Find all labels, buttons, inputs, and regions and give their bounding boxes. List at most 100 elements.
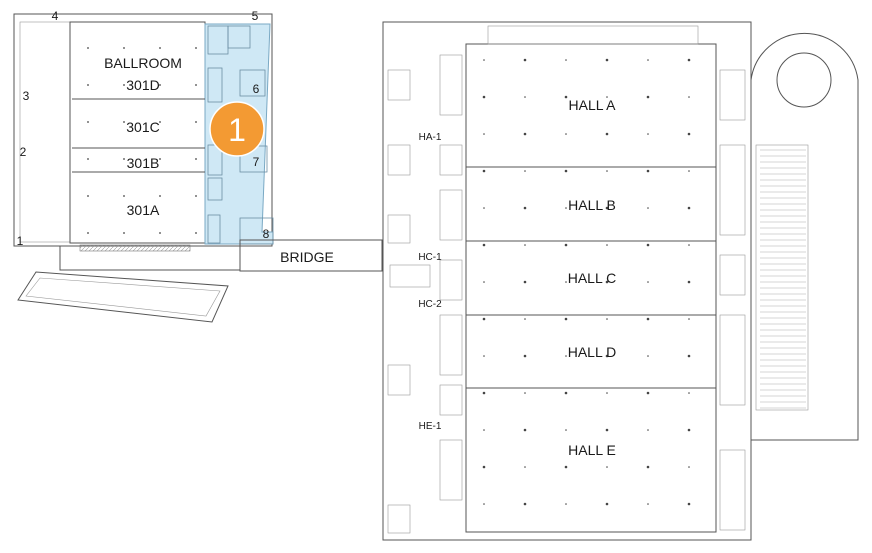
column-dot bbox=[87, 195, 89, 197]
column-dot bbox=[687, 280, 691, 284]
hall-d-label[interactable]: HALL D bbox=[568, 344, 617, 360]
entrance-ha1-label: HA-1 bbox=[419, 132, 442, 143]
location-marker[interactable]: 1 bbox=[209, 101, 265, 157]
column-dot bbox=[524, 170, 526, 172]
column-dot bbox=[687, 132, 691, 136]
column-dot bbox=[688, 466, 690, 468]
column-dot bbox=[647, 429, 649, 431]
column-dot bbox=[606, 96, 608, 98]
hall-b-label[interactable]: HALL B bbox=[568, 197, 616, 213]
column-dot bbox=[87, 121, 89, 123]
column-dot bbox=[195, 232, 197, 234]
column-dot bbox=[646, 391, 650, 395]
column-dot bbox=[195, 47, 197, 49]
column-dot bbox=[646, 95, 650, 99]
hall-building bbox=[382, 21, 752, 541]
column-dot bbox=[159, 232, 161, 234]
column-dot bbox=[523, 354, 527, 358]
ballroom-column-grid bbox=[87, 47, 197, 234]
entrance-hc1-label: HC-1 bbox=[418, 252, 442, 263]
column-dot bbox=[565, 133, 567, 135]
marker-number[interactable]: 1 bbox=[228, 112, 246, 148]
exit-6-label: 6 bbox=[253, 82, 260, 96]
hall-a-label[interactable]: HALL A bbox=[569, 97, 617, 113]
entrance-he1-label: HE-1 bbox=[419, 421, 442, 432]
exit-2-label: 2 bbox=[20, 145, 27, 159]
column-dot bbox=[123, 158, 125, 160]
marker-circle[interactable] bbox=[209, 101, 265, 157]
hall-e-label[interactable]: HALL E bbox=[568, 442, 616, 458]
column-dot bbox=[564, 465, 568, 469]
exit-5-label: 5 bbox=[252, 9, 259, 23]
entrance-hc2-label: HC-2 bbox=[418, 299, 442, 310]
column-dot bbox=[123, 47, 125, 49]
ballroom-dividers bbox=[72, 98, 205, 173]
hall-c-label[interactable]: HALL C bbox=[568, 270, 617, 286]
column-dot bbox=[564, 243, 568, 247]
column-dot bbox=[159, 121, 161, 123]
column-dot bbox=[646, 169, 650, 173]
column-dot bbox=[606, 392, 608, 394]
column-dot bbox=[606, 170, 608, 172]
column-dot bbox=[646, 243, 650, 247]
column-dot bbox=[605, 132, 609, 136]
column-dot bbox=[483, 207, 485, 209]
column-dot bbox=[605, 354, 609, 358]
column-dot bbox=[687, 58, 691, 62]
hall-top-annex bbox=[487, 25, 699, 45]
column-dot bbox=[647, 281, 649, 283]
column-dot bbox=[195, 195, 197, 197]
column-dot bbox=[647, 503, 649, 505]
column-dot bbox=[482, 317, 486, 321]
room-301b-label[interactable]: 301B bbox=[127, 155, 160, 171]
parking-stalls bbox=[755, 144, 809, 411]
column-dot bbox=[564, 317, 568, 321]
column-dot bbox=[647, 207, 649, 209]
column-dot bbox=[687, 354, 691, 358]
column-dot bbox=[483, 355, 485, 357]
ballroom-service-area bbox=[19, 21, 71, 243]
column-dot bbox=[688, 170, 690, 172]
column-dot bbox=[647, 355, 649, 357]
column-dot bbox=[605, 206, 609, 210]
column-dot bbox=[482, 169, 486, 173]
column-dot bbox=[87, 47, 89, 49]
column-dot bbox=[159, 158, 161, 160]
column-dot bbox=[523, 428, 527, 432]
column-dot bbox=[565, 429, 567, 431]
canopy-outline bbox=[17, 271, 229, 323]
column-dot bbox=[483, 59, 485, 61]
column-dot bbox=[195, 84, 197, 86]
column-dot bbox=[123, 121, 125, 123]
room-301c-label[interactable]: 301C bbox=[126, 119, 159, 135]
ballroom-title: BALLROOM bbox=[104, 55, 182, 71]
column-dot bbox=[647, 59, 649, 61]
column-dot bbox=[688, 244, 690, 246]
bridge-structure[interactable] bbox=[239, 239, 383, 272]
room-301d-label[interactable]: 301D bbox=[126, 77, 159, 93]
column-dot bbox=[605, 58, 609, 62]
column-dot bbox=[523, 280, 527, 284]
column-dot bbox=[524, 96, 526, 98]
column-dot bbox=[523, 132, 527, 136]
column-dot bbox=[483, 281, 485, 283]
column-dot bbox=[482, 95, 486, 99]
column-dot bbox=[564, 169, 568, 173]
column-dot bbox=[523, 502, 527, 506]
column-dot bbox=[482, 243, 486, 247]
exit-7-label: 7 bbox=[253, 155, 260, 169]
column-dot bbox=[159, 195, 161, 197]
room-301a-label[interactable]: 301A bbox=[127, 202, 160, 218]
column-dot bbox=[482, 465, 486, 469]
column-dot bbox=[688, 392, 690, 394]
column-dot bbox=[647, 133, 649, 135]
column-dot bbox=[195, 158, 197, 160]
column-dot bbox=[123, 84, 125, 86]
walkway-outline bbox=[59, 246, 240, 271]
column-dot bbox=[483, 503, 485, 505]
column-dot bbox=[606, 318, 608, 320]
hall-column-grid bbox=[482, 58, 691, 506]
column-dot bbox=[646, 317, 650, 321]
column-dot bbox=[524, 392, 526, 394]
